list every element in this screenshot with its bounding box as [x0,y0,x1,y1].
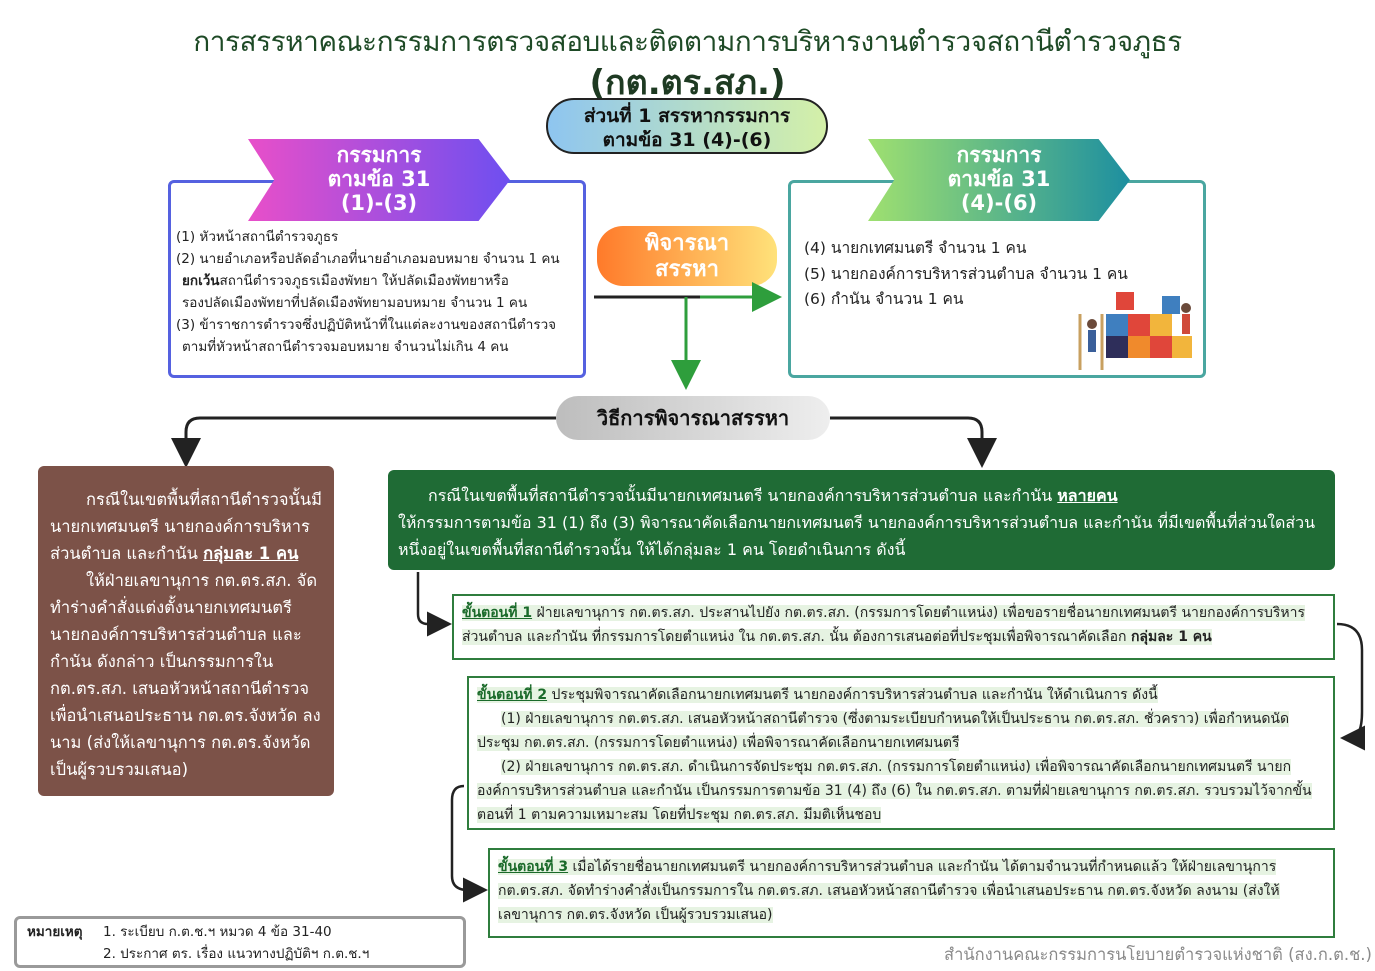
step-1-emph: กลุ่มละ 1 คน [1130,629,1212,645]
part1-line1: ส่วนที่ 1 สรรหากรรมการ [583,105,791,127]
consider-line1: พิจารณา [644,231,730,256]
step-2-sub2-text: (2) ฝ่ายเลขานุการ กต.ตร.สภ. ดำเนินการจัด… [477,759,1312,823]
left-item-1: (1) หัวหน้าสถานีตำรวจภูธร [176,229,339,245]
right-banner-line2: ตามข้อ 31 [947,167,1051,191]
left-item-3: ยกเว้นสถานีตำรวจภูธรเมืองพัทยา ให้ปลัดเม… [182,273,509,289]
step-1-label: ขั้นตอนที่ 1 [462,605,533,621]
step-2-sub2: (2) ฝ่ายเลขานุการ กต.ตร.สภ. ดำเนินการจัด… [477,755,1325,827]
note-label: หมายเหตุ [27,924,83,940]
consider-recruit-badge: พิจารณา สรรหา [597,226,777,286]
single-case-p2: ให้ฝ่ายเลขานุการ กต.ตร.สภ. จัดทำร่างคำสั… [50,571,321,779]
note-row-1: หมายเหตุ 1. ระเบียบ ก.ต.ช.ฯ หมวด 4 ข้อ 31… [27,921,453,943]
page-title: การสรรหาคณะกรรมการตรวจสอบและติดตามการบริ… [193,25,1182,58]
step-2-sub1: (1) ฝ่ายเลขานุการ กต.ตร.สภ. เสนอหัวหน้าส… [477,707,1325,755]
right-item-4: (4) นายกเทศมนตรี จำนวน 1 คน [804,239,1027,257]
multiple-case-box: กรณีในเขตพื้นที่สถานีตำรวจนั้นมีนายกเทศม… [388,470,1335,570]
note-row-2: 2. ประกาศ ตร. เรื่อง แนวทางปฏิบัติฯ ก.ต.… [27,943,453,965]
step-2-box: ขั้นตอนที่ 2 ประชุมพิจารณาคัดเลือกนายกเท… [467,676,1335,830]
multiple-case-p2: ให้กรรมการตามข้อ 31 (1) ถึง (3) พิจารณาค… [398,513,1316,559]
step-2-text: ประชุมพิจารณาคัดเลือกนายกเทศมนตรี นายกอง… [551,687,1158,703]
left-item-3-emph: ยกเว้น [182,273,220,289]
page-subtitle: (กต.ตร.สภ.) [589,63,786,103]
step-1-box: ขั้นตอนที่ 1 ฝ่ายเลขานุการ กต.ตร.สภ. ประ… [452,594,1335,660]
left-banner: กรรมการ ตามข้อ 31 (1)-(3) [248,139,510,221]
part1-line2: ตามข้อ 31 (4)-(6) [602,129,772,151]
right-banner: กรรมการ ตามข้อ 31 (4)-(6) [868,139,1130,221]
left-item-2: (2) นายอำเภอหรือปลัดอำเภอที่นายอำเภอมอบห… [176,251,560,267]
left-item-5: (3) ข้าราชการตำรวจซึ่งปฏิบัติหน้าที่ในแต… [176,317,557,333]
left-item-6: ตามที่หัวหน้าสถานีตำรวจมอบหมาย จำนวนไม่เ… [182,339,509,355]
right-banner-line3: (4)-(6) [960,191,1038,215]
single-case-emph: กลุ่มละ 1 คน [203,544,299,563]
single-case-p1: กรณีในเขตพื้นที่สถานีตำรวจนั้นมีนายกเทศม… [50,486,324,567]
left-banner-line2: ตามข้อ 31 [327,167,431,191]
left-banner-line3: (1)-(3) [340,191,418,215]
note-line1: 1. ระเบียบ ก.ต.ช.ฯ หมวด 4 ข้อ 31-40 [103,924,332,940]
multiple-case-p1-text: กรณีในเขตพื้นที่สถานีตำรวจนั้นมีนายกเทศม… [428,486,1053,505]
right-banner-line1: กรรมการ [956,143,1042,167]
part1-pill: ส่วนที่ 1 สรรหากรรมการ ตามข้อ 31 (4)-(6) [546,98,828,154]
step-1-text: ฝ่ายเลขานุการ กต.ตร.สภ. ประสานไปยัง กต.ต… [462,605,1306,645]
right-committee-list: (4) นายกเทศมนตรี จำนวน 1 คน (5) นายกองค์… [804,236,1184,313]
single-case-p1-text: กรณีในเขตพื้นที่สถานีตำรวจนั้นมีนายกเทศม… [50,490,322,563]
note-line2: 2. ประกาศ ตร. เรื่อง แนวทางปฏิบัติฯ ก.ต.… [103,946,370,962]
right-item-5: (5) นายกองค์การบริหารส่วนตำบล จำนวน 1 คน [804,264,1128,283]
left-item-4: รองปลัดเมืองพัทยาที่ปลัดเมืองพัทยามอบหมา… [182,295,528,311]
single-case-box: กรณีในเขตพื้นที่สถานีตำรวจนั้นมีนายกเทศม… [38,466,334,796]
step-3-label: ขั้นตอนที่ 3 [498,859,569,875]
left-committee-list: (1) หัวหน้าสถานีตำรวจภูธร (2) นายอำเภอหร… [176,226,582,358]
footer-credit: สำนักงานคณะกรรมการนโยบายตำรวจแห่งชาติ (ส… [944,945,1372,964]
multiple-case-p1: กรณีในเขตพื้นที่สถานีตำรวจนั้นมีนายกเทศม… [398,482,1325,509]
step-3-box: ขั้นตอนที่ 3 เมื่อได้รายชื่อนายกเทศมนตรี… [488,848,1335,938]
right-item-6: (6) กำนัน จำนวน 1 คน [804,290,964,308]
left-banner-line1: กรรมการ [336,143,422,167]
multiple-case-emph: หลายคน [1057,486,1118,505]
puzzle-team-illustration [1078,292,1192,370]
step-2-sub1-text: (1) ฝ่ายเลขานุการ กต.ตร.สภ. เสนอหัวหน้าส… [477,711,1290,751]
step-3-text: เมื่อได้รายชื่อนายกเทศมนตรี นายกองค์การบ… [498,859,1280,923]
note-box: หมายเหตุ 1. ระเบียบ ก.ต.ช.ฯ หมวด 4 ข้อ 31… [14,916,466,968]
step-2-label: ขั้นตอนที่ 2 [477,687,548,703]
method-label: วิธีการพิจารณาสรรหา [556,396,830,440]
consider-line2: สรรหา [655,257,719,282]
